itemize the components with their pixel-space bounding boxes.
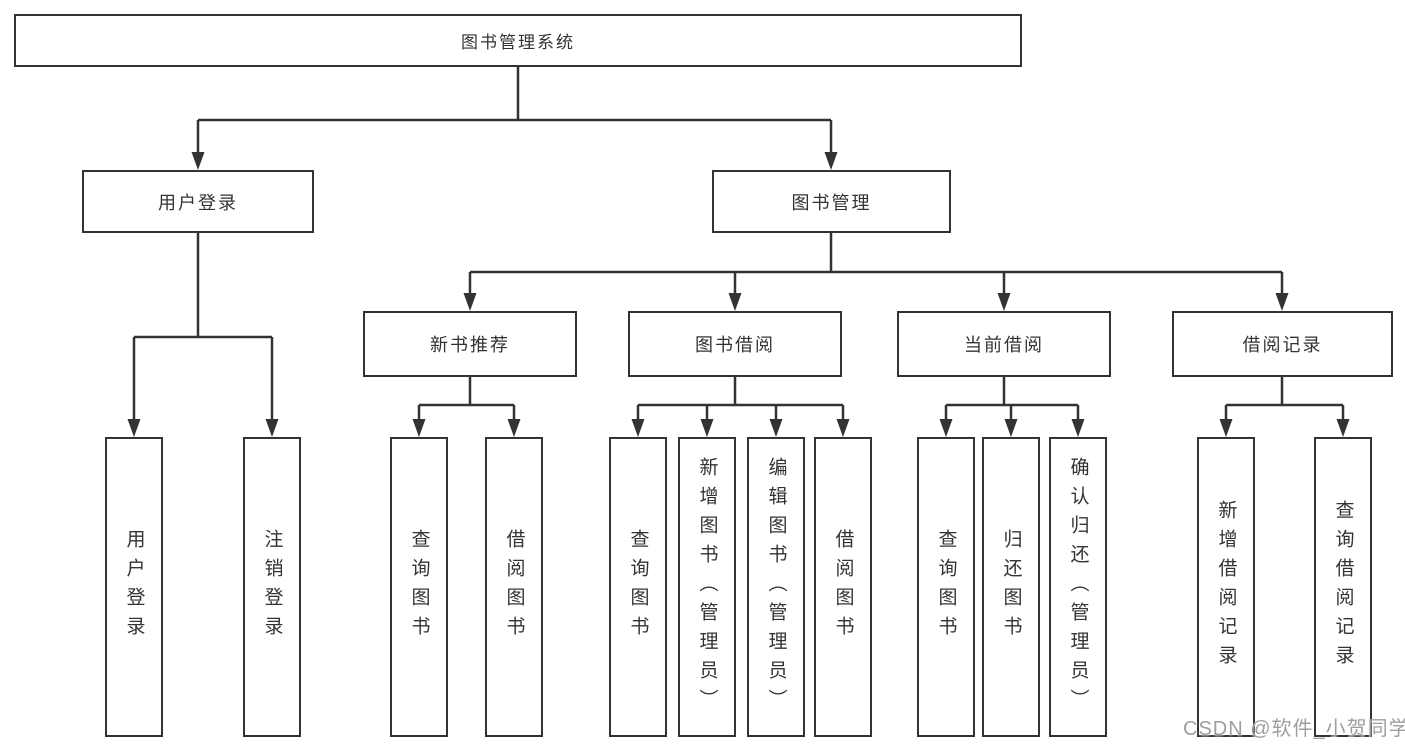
leaf-add-borrow-record: 新增借阅记录 — [1197, 437, 1255, 737]
node-book-borrow: 图书借阅 — [628, 311, 842, 377]
node-user-login: 用户登录 — [82, 170, 314, 233]
connector-path — [132, 67, 1345, 421]
leaf-label: 新增图书（管理员） — [696, 456, 718, 718]
node-borrow-records: 借阅记录 — [1172, 311, 1393, 377]
leaf-label: 新增借阅记录 — [1215, 500, 1237, 674]
leaf-confirm-return-admin: 确认归还（管理员） — [1049, 437, 1107, 737]
leaf-query-books-3: 查询图书 — [917, 437, 975, 737]
leaf-add-books-admin: 新增图书（管理员） — [678, 437, 736, 737]
leaf-label: 查询借阅记录 — [1332, 500, 1354, 674]
leaf-query-borrow-record: 查询借阅记录 — [1314, 437, 1372, 737]
leaf-label: 借阅图书 — [503, 529, 525, 645]
leaf-borrow-books-1: 借阅图书 — [485, 437, 543, 737]
leaf-query-books-2: 查询图书 — [609, 437, 667, 737]
leaf-label: 查询图书 — [935, 529, 957, 645]
node-new-book-recommend: 新书推荐 — [363, 311, 577, 377]
leaf-query-books-1: 查询图书 — [390, 437, 448, 737]
csdn-watermark: CSDN @软件_小贺同学 — [1183, 718, 1405, 740]
leaf-label: 归还图书 — [1000, 529, 1022, 645]
leaf-label: 注销登录 — [261, 529, 283, 645]
leaf-return-books: 归还图书 — [982, 437, 1040, 737]
node-root: 图书管理系统 — [14, 14, 1022, 67]
leaf-label: 确认归还（管理员） — [1067, 456, 1089, 718]
leaf-label: 借阅图书 — [832, 529, 854, 645]
node-book-management: 图书管理 — [712, 170, 951, 233]
leaf-edit-books-admin: 编辑图书（管理员） — [747, 437, 805, 737]
leaf-logout: 注销登录 — [243, 437, 301, 737]
leaf-label: 查询图书 — [627, 529, 649, 645]
arrowheads — [127, 152, 1350, 437]
node-current-borrow: 当前借阅 — [897, 311, 1111, 377]
leaf-label: 编辑图书（管理员） — [765, 456, 787, 718]
leaf-borrow-books-2: 借阅图书 — [814, 437, 872, 737]
leaf-label: 查询图书 — [408, 529, 430, 645]
leaf-label: 用户登录 — [123, 529, 145, 645]
leaf-user-login: 用户登录 — [105, 437, 163, 737]
